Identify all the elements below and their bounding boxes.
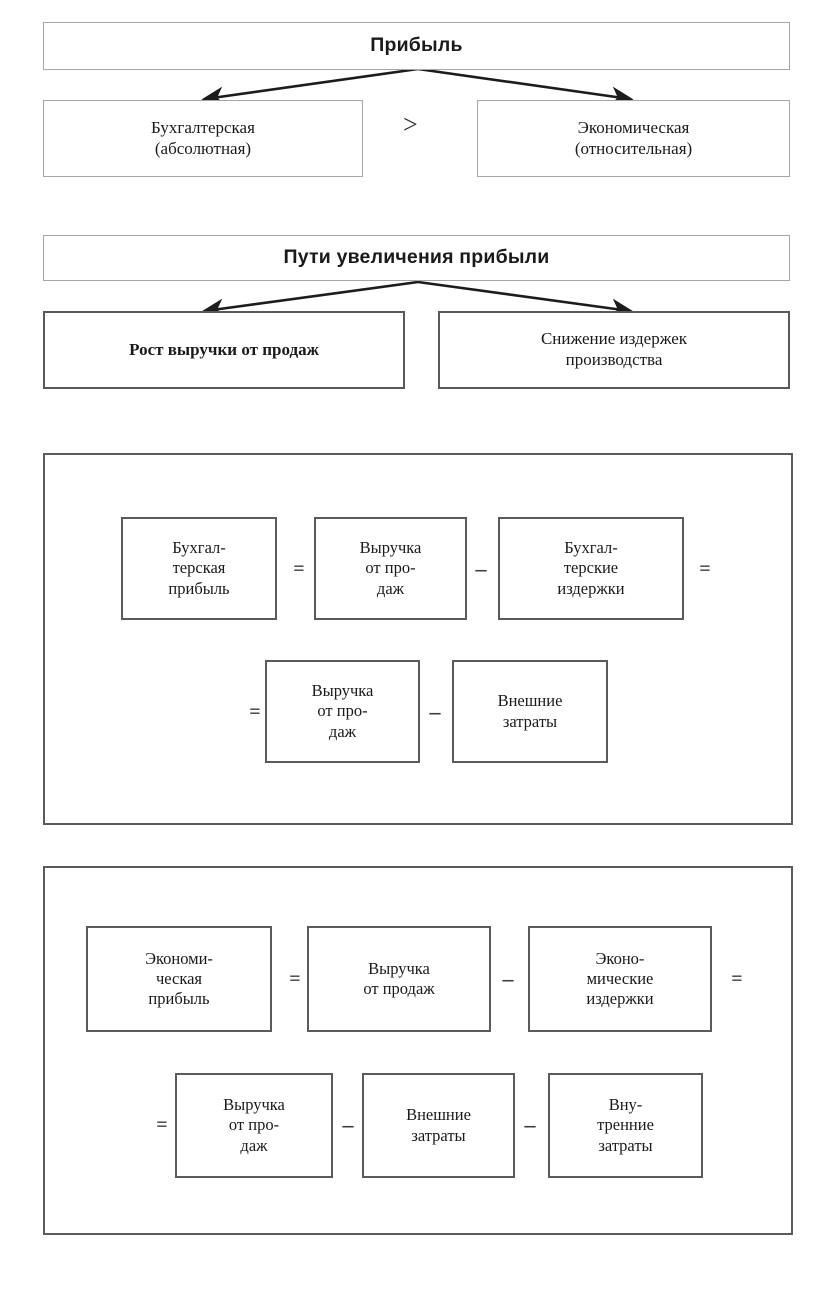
eco-row2-b2-line1: Внешние [406, 1105, 471, 1125]
eco-row1-box-economic-costs: Эконо- мические издержки [528, 926, 712, 1032]
eco-row1-operator-equals-2: = [731, 968, 743, 990]
eco-row1-b3-line1: Эконо- [595, 948, 645, 968]
acc-row1-box-revenue: Выручка от про- даж [314, 517, 467, 620]
section1-left-line2: (абсолютная) [154, 138, 252, 158]
section2-left-box: Рост выручки от продаж [43, 311, 405, 389]
eco-row1-b2-line2: от продаж [363, 979, 435, 998]
acc-row2-b2-line2: затраты [502, 711, 558, 731]
section1-arrows [201, 67, 634, 107]
eco-row1-b1-line2: ческая [155, 968, 203, 988]
accounting-profit-panel [43, 453, 793, 825]
eco-row1-b3-line2: мические [586, 968, 654, 988]
acc-row1-b3-line1: Бухгал- [564, 538, 618, 558]
eco-row2-operator-minus-2: – [524, 1112, 536, 1137]
eco-row2-b1-line1: Выручка [223, 1095, 285, 1115]
acc-row1-b1-line2: терская [172, 558, 226, 578]
eco-row1-box-economic-profit: Экономи- ческая прибыль [86, 926, 272, 1032]
eco-row2-box-internal-costs: Вну- тренние затраты [548, 1073, 703, 1178]
eco-row1-operator-equals-1: = [289, 968, 301, 990]
acc-row1-b3-line2: терские [563, 558, 619, 578]
eco-row2-b3-line1: Вну- [608, 1095, 643, 1115]
section1-left-line1: Бухгалтерская [151, 117, 255, 137]
eco-row2-operator-equals: = [156, 1114, 168, 1136]
eco-row1-b1-line3: прибыль [148, 989, 210, 1009]
eco-row2-b3-line2: тренние [597, 1115, 654, 1135]
section2-right-line1: Снижение издержек [540, 329, 688, 349]
acc-row1-b1-line3: прибыль [168, 578, 230, 598]
acc-row1-b1-line1: Бухгал- [172, 538, 226, 558]
eco-row2-operator-minus-1: – [342, 1112, 354, 1137]
eco-row2-box-external-costs: Внешние затраты [362, 1073, 515, 1178]
section2-right-line2: производства [565, 350, 663, 369]
eco-row1-b2-line1: Выручка [368, 958, 430, 978]
acc-row1-b2-line1: Выручка [359, 538, 422, 558]
acc-row2-box-revenue: Выручка от про- даж [265, 660, 420, 763]
acc-row2-b1-line2: от про- [317, 701, 368, 721]
acc-row1-b3-line3: издержки [557, 578, 625, 598]
acc-row2-operator-minus: – [429, 699, 441, 724]
section2-left-label: Рост выручки от продаж [129, 339, 319, 359]
section2-header-label: Пути увеличения прибыли [283, 246, 550, 269]
acc-row1-box-accounting-costs: Бухгал- терские издержки [498, 517, 684, 620]
section2-arrows [201, 280, 634, 319]
economic-profit-panel [43, 866, 793, 1235]
section1-left-box: Бухгалтерская (абсолютная) [43, 100, 363, 177]
section1-header-box: Прибыль [43, 22, 790, 70]
acc-row2-b1-line1: Выручка [311, 681, 374, 701]
section1-right-line2: (относительная) [574, 138, 693, 158]
section2-right-box: Снижение издержек производства [438, 311, 790, 389]
eco-row1-b3-line3: издержки [586, 989, 654, 1009]
acc-row1-b2-line2: от про- [365, 558, 416, 578]
acc-row2-box-external-costs: Внешние затраты [452, 660, 608, 763]
acc-row1-operator-minus: – [475, 556, 487, 581]
eco-row1-box-revenue: Выручка от продаж [307, 926, 491, 1032]
acc-row1-b2-line3: даж [376, 578, 405, 598]
acc-row1-box-accounting-profit: Бухгал- терская прибыль [121, 517, 277, 620]
eco-row2-b2-line2: затраты [411, 1125, 466, 1145]
acc-row1-operator-equals-2: = [699, 558, 711, 580]
eco-row2-b3-line3: затраты [598, 1135, 653, 1155]
section2-header-box: Пути увеличения прибыли [43, 235, 790, 281]
eco-row1-b1-line1: Экономи- [145, 948, 213, 968]
eco-row2-b1-line2: от про- [228, 1115, 280, 1135]
acc-row1-operator-equals-1: = [293, 558, 305, 580]
comparator-greater-than: > [403, 110, 418, 139]
section1-header-label: Прибыль [370, 34, 463, 57]
section1-right-line1: Экономическая [577, 117, 690, 137]
section1-right-box: Экономическая (относительная) [477, 100, 790, 177]
acc-row2-b1-line3: даж [328, 721, 357, 741]
eco-row1-operator-minus: – [502, 966, 514, 991]
acc-row2-operator-equals: = [249, 701, 261, 723]
acc-row2-b2-line1: Внешние [497, 691, 563, 711]
eco-row2-box-revenue: Выручка от про- даж [175, 1073, 333, 1178]
eco-row2-b1-line3: даж [240, 1135, 268, 1155]
